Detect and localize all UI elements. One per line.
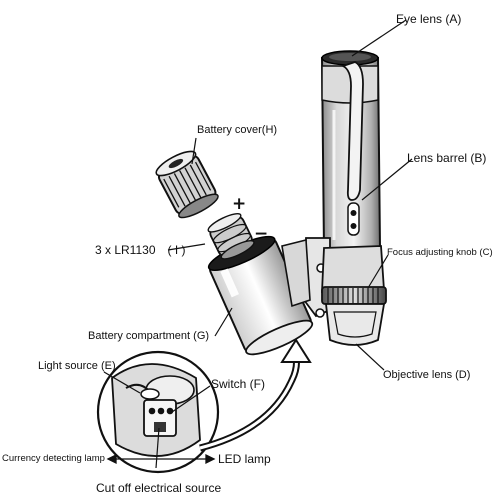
lens-barrel (320, 50, 382, 252)
label-focus-knob: Focus adjusting knob (C) (387, 247, 493, 258)
label-led-lamp: LED lamp (218, 452, 271, 466)
battery-cover (155, 150, 219, 219)
objective-lens (324, 303, 386, 346)
label-objective-lens: Objective lens (D) (383, 369, 471, 381)
label-cut-off: Cut off electrical source (96, 481, 222, 495)
plus-sign: + (232, 194, 247, 214)
label-lens-barrel: Lens barrel (B) (407, 151, 487, 165)
battery-stack (207, 213, 255, 260)
pocket-clip (340, 61, 364, 201)
label-batteries: 3 x LR1130 ( I ) (95, 243, 186, 257)
label-currency-lamp: Currency detecting lamp (2, 453, 105, 464)
focus-knob (321, 286, 387, 305)
objective-housing (303, 237, 387, 346)
label-eye-lens: Eye lens (A) (396, 12, 462, 26)
minus-sign: − (254, 224, 269, 244)
label-battery-cover: Battery cover(H) (197, 124, 278, 136)
leader-lines (103, 19, 413, 469)
label-light-source: Light source (E) (38, 360, 116, 372)
direction-arrows (106, 453, 216, 465)
label-battery-compartment: Battery compartment (G) (88, 330, 210, 342)
inset-detail (96, 350, 220, 474)
label-switch: Switch (F) (211, 377, 265, 391)
light-source (140, 388, 160, 400)
